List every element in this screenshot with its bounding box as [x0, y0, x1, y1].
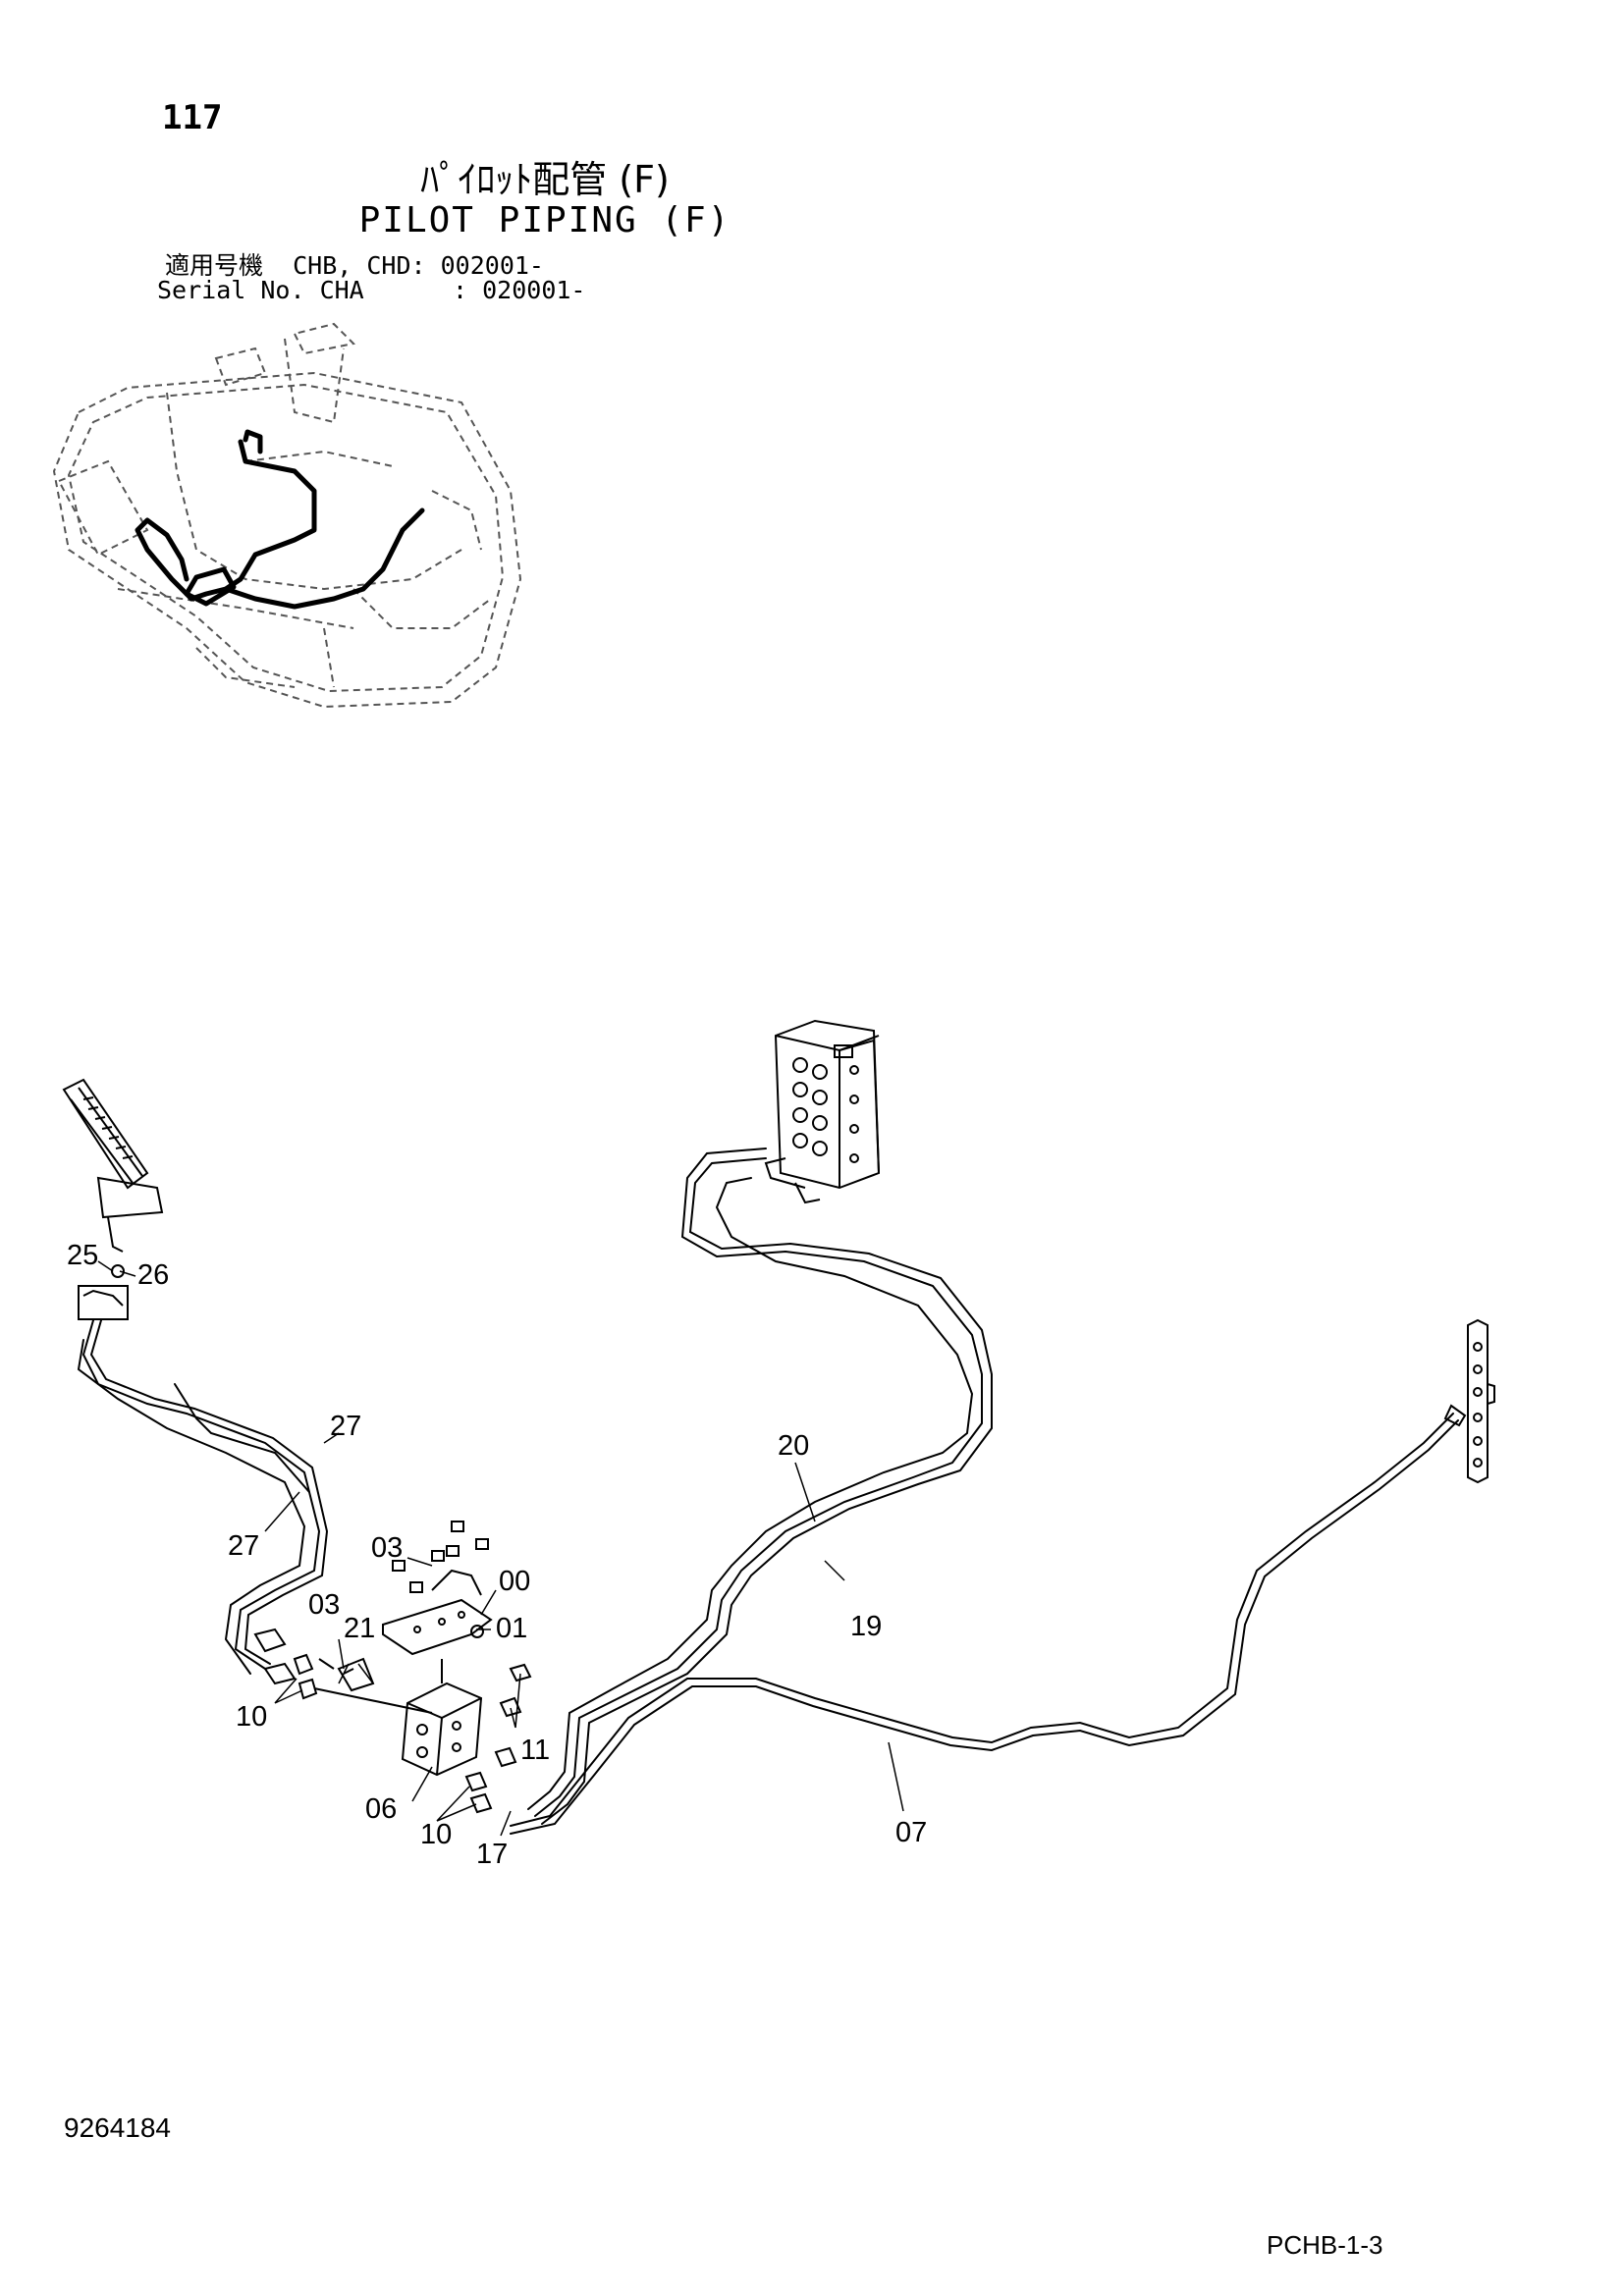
- callout-17: 17: [476, 1839, 508, 1870]
- valve-block-assembly: [253, 1521, 532, 1814]
- pilot-valve-block: [764, 1019, 881, 1204]
- serial-applicability-line: 適用号機 CHB, CHD: 002001-: [165, 251, 544, 280]
- callout-27: 27: [228, 1530, 259, 1562]
- callout-26: 26: [137, 1259, 169, 1291]
- callout-03: 03: [371, 1532, 403, 1564]
- page-number: 117: [162, 98, 223, 137]
- callout-labels: 25 26 27 27 20 19 03 00 01 03 21 10 11 0…: [67, 1240, 927, 1870]
- callout-21: 21: [344, 1613, 375, 1644]
- callout-00: 00: [499, 1566, 530, 1597]
- callout-10: 10: [420, 1819, 452, 1850]
- callout-06: 06: [365, 1793, 397, 1825]
- callout-03: 03: [308, 1589, 340, 1621]
- callout-20: 20: [778, 1430, 809, 1462]
- callout-27: 27: [330, 1411, 361, 1442]
- right-manifold: [1443, 1318, 1495, 1484]
- title-japanese: ﾊﾟｲﾛｯﾄ配管 (F): [420, 158, 670, 201]
- overview-pilot-hose: [135, 429, 425, 610]
- document-number: 9264184: [64, 2112, 172, 2143]
- title-english: PILOT PIPING (F): [358, 200, 731, 240]
- machine-overview-sketch: [52, 322, 522, 709]
- pilot-hoses: [77, 1148, 1459, 1835]
- serial-number-line: Serial No. CHA : 020001-: [157, 276, 586, 304]
- leader-lines: [97, 1260, 904, 1837]
- callout-25: 25: [67, 1240, 98, 1271]
- callout-11: 11: [520, 1735, 550, 1766]
- sheet-code: PCHB-1-3: [1267, 2230, 1383, 2260]
- callout-19: 19: [850, 1611, 882, 1642]
- travel-pedal: [62, 1078, 164, 1320]
- callout-07: 07: [895, 1817, 927, 1848]
- callout-10: 10: [236, 1701, 267, 1733]
- callout-01: 01: [496, 1613, 527, 1644]
